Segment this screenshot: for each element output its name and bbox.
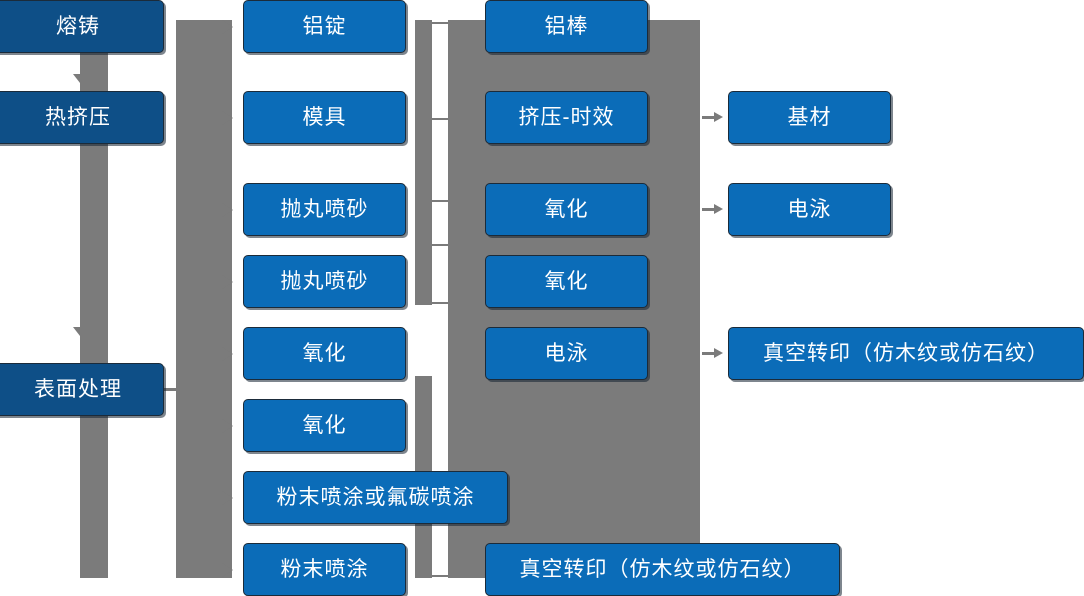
- connector-stub-surface-treat: [163, 388, 179, 391]
- fan-arrow-8: [222, 563, 233, 577]
- proc-oxidation-3-label: 氧化: [544, 197, 589, 221]
- fan-arrow-3: [222, 203, 233, 217]
- out-arrow-head-2: [714, 204, 723, 214]
- proc-powder-coating-label: 粉末喷涂: [280, 557, 369, 581]
- proc-extrude-aging-label: 挤压-时效: [518, 105, 615, 129]
- proc-powder-coating[interactable]: 粉末喷涂: [243, 543, 406, 596]
- stage-melt-cast-label: 熔铸: [56, 14, 100, 38]
- fan-arrow-2: [222, 111, 233, 125]
- stage-surface-treat[interactable]: 表面处理: [0, 363, 164, 416]
- fan-arrow-1: [222, 20, 233, 34]
- proc-powder-or-pvdf[interactable]: 粉末喷涂或氟碳喷涂: [243, 471, 508, 524]
- proc-powder-or-pvdf-label: 粉末喷涂或氟碳喷涂: [276, 485, 475, 509]
- out-arrow-shaft-3: [702, 352, 716, 355]
- proc-aluminium-ingot[interactable]: 铝锭: [243, 0, 406, 53]
- fan-arrow-4: [222, 275, 233, 289]
- stage-melt-cast[interactable]: 熔铸: [0, 0, 164, 53]
- fan-arrow-7: [222, 491, 233, 505]
- proc-oxidation-1[interactable]: 氧化: [243, 327, 406, 380]
- rail-tick-1: [432, 22, 450, 24]
- proc-oxidation-3[interactable]: 氧化: [485, 183, 648, 236]
- proc-shot-blast-1[interactable]: 抛丸喷砂: [243, 183, 406, 236]
- proc-electrophoresis-1-label: 电泳: [544, 341, 589, 365]
- proc-vacuum-transfer-1-label: 真空转印（仿木纹或仿石纹）: [519, 557, 806, 581]
- rail-tick-3: [432, 200, 450, 202]
- proc-shot-blast-1-label: 抛丸喷砂: [280, 197, 369, 221]
- rail-tick-2: [432, 118, 450, 120]
- proc-vacuum-transfer-1[interactable]: 真空转印（仿木纹或仿石纹）: [485, 543, 840, 596]
- out-electrophoresis-label: 电泳: [787, 197, 832, 221]
- proc-extrude-aging[interactable]: 挤压-时效: [485, 91, 648, 144]
- proc-oxidation-2[interactable]: 氧化: [243, 399, 406, 452]
- proc-oxidation-1-label: 氧化: [302, 341, 347, 365]
- rail-tick-4: [432, 244, 450, 246]
- fan-arrow-6: [222, 419, 233, 433]
- connector-arrow-into-surface-treat: [73, 327, 87, 336]
- stage-hot-extrude[interactable]: 热挤压: [0, 91, 164, 144]
- proc-oxidation-4[interactable]: 氧化: [485, 255, 648, 308]
- out-arrow-head-1: [714, 112, 723, 122]
- out-vacuum-transfer[interactable]: 真空转印（仿木纹或仿石纹）: [728, 327, 1084, 380]
- rail-tick-5: [432, 302, 450, 304]
- rail-tick-6: [432, 575, 450, 577]
- out-electrophoresis[interactable]: 电泳: [728, 183, 891, 236]
- out-substrate-label: 基材: [787, 105, 832, 129]
- proc-shot-blast-2[interactable]: 抛丸喷砂: [243, 255, 406, 308]
- out-arrow-head-3: [714, 348, 723, 358]
- proc-electrophoresis-1[interactable]: 电泳: [485, 327, 648, 380]
- fan-arrow-5: [222, 347, 233, 361]
- out-arrow-shaft-2: [702, 208, 716, 211]
- proc-oxidation-2-label: 氧化: [302, 413, 347, 437]
- stage-surface-treat-label: 表面处理: [34, 377, 122, 401]
- out-vacuum-transfer-label: 真空转印（仿木纹或仿石纹）: [763, 341, 1049, 365]
- out-substrate[interactable]: 基材: [728, 91, 891, 144]
- proc-oxidation-4-label: 氧化: [544, 269, 589, 293]
- stage-hot-extrude-label: 热挤压: [45, 105, 111, 129]
- proc-mould[interactable]: 模具: [243, 91, 406, 144]
- proc-aluminium-ingot-label: 铝锭: [302, 14, 347, 38]
- proc-shot-blast-2-label: 抛丸喷砂: [280, 269, 369, 293]
- proc-aluminium-bar[interactable]: 铝棒: [485, 0, 648, 53]
- proc-mould-label: 模具: [302, 105, 347, 129]
- connector-arrow-into-hot-extrude: [73, 74, 87, 83]
- proc-aluminium-bar-label: 铝棒: [544, 14, 589, 38]
- out-arrow-shaft-1: [702, 116, 716, 119]
- connector-rail-upper: [415, 20, 432, 305]
